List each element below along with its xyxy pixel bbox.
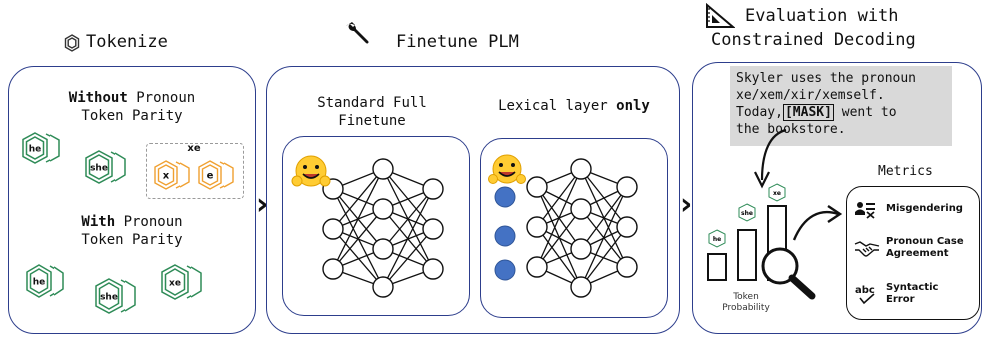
svg-text:he: he [713, 236, 721, 243]
without-parity-label-line2: Token Parity [81, 108, 183, 124]
openai-logo-icon [64, 34, 80, 52]
token-she-with: she [94, 276, 138, 316]
svg-text:she: she [741, 210, 753, 217]
lexical-network-box [480, 138, 668, 318]
metric-misgendering: Misgendering [854, 198, 980, 222]
prompt-line-3: Today,[MASK] went to [736, 104, 897, 121]
hugging-face-icon [488, 154, 526, 184]
hugging-face-icon [291, 155, 331, 187]
prompt-line-2: xe/xem/xir/xemself. [736, 88, 885, 103]
svg-text:x: x [163, 171, 170, 182]
metric-misgendering-label: Misgendering [886, 203, 963, 214]
metric-syntactic-error-label: Syntactic Error [886, 282, 939, 305]
token-e-subtoken: e [198, 158, 236, 192]
token-xe-with: xe [160, 262, 204, 302]
mini-token-he: he [708, 229, 726, 248]
prompt-line-4: the bookstore. [736, 122, 846, 137]
token-x-subtoken: x [154, 158, 192, 192]
metrics-title: Metrics [878, 164, 933, 179]
mini-token-xe: xe [768, 183, 786, 202]
xe-group-label: xe [187, 143, 201, 154]
evaluation-title-line1: Evaluation with [745, 6, 899, 26]
standard-finetune-label-line2: Finetune [338, 113, 406, 129]
token-she-without: she [84, 148, 128, 186]
svg-text:xe: xe [773, 190, 781, 197]
svg-text:he: he [29, 145, 42, 155]
svg-text:she: she [100, 293, 118, 303]
with-parity-label: With Pronoun [81, 214, 183, 230]
neural-network-lexical-diagram [488, 154, 638, 298]
standard-network-box [282, 136, 470, 316]
magnifier-icon [761, 247, 816, 300]
wrench-icon [346, 22, 369, 44]
bars-to-metrics-arrow [792, 205, 843, 241]
standard-finetune-label: Standard Full [317, 95, 427, 111]
misgender-icon [855, 202, 875, 219]
chevron-right-icon: › [680, 187, 693, 222]
token-he-with: he [26, 262, 66, 300]
prompt-line-1: Skyler uses the pronoun [736, 71, 917, 86]
neural-network-diagram [291, 155, 444, 298]
mask-token: [MASK] [782, 104, 834, 121]
metric-case-agreement: Pronoun Case Agreement [854, 234, 980, 262]
without-parity-label: Without Pronoun [68, 90, 196, 106]
handshake-icon [854, 241, 880, 257]
triangle-ruler-icon [706, 3, 735, 28]
xe-subtoken-group [146, 143, 244, 199]
with-parity-label-line2: Token Parity [81, 232, 183, 248]
svg-text:she: she [90, 164, 108, 174]
token-probability-bars: he she xe [707, 183, 816, 300]
mini-token-she: she [738, 203, 756, 222]
svg-text:he: he [33, 278, 46, 288]
prompt-to-bars-arrow [754, 128, 787, 189]
svg-text:abc: abc [855, 285, 875, 296]
token-he-without: he [22, 130, 62, 166]
prompt-box: Skyler uses the pronoun xe/xem/xir/xemse… [730, 66, 952, 146]
chevron-right-icon: › [256, 187, 269, 222]
evaluation-title-line2: Constrained Decoding [711, 30, 916, 50]
lexical-only-label: Lexical layer only [498, 98, 650, 114]
spellcheck-icon: abc [855, 285, 875, 305]
evaluation-heading: Evaluation with Constrained Decoding [703, 2, 983, 52]
tokenize-title: Tokenize [86, 32, 168, 52]
svg-text:xe: xe [169, 279, 181, 289]
svg-text:e: e [207, 171, 214, 182]
token-probability-label: Token Probability [722, 292, 770, 313]
finetune-title: Finetune PLM [396, 32, 519, 52]
metric-case-agreement-label: Pronoun Case Agreement [886, 236, 964, 259]
metric-syntactic-error: abc Syntactic Error [854, 280, 980, 310]
